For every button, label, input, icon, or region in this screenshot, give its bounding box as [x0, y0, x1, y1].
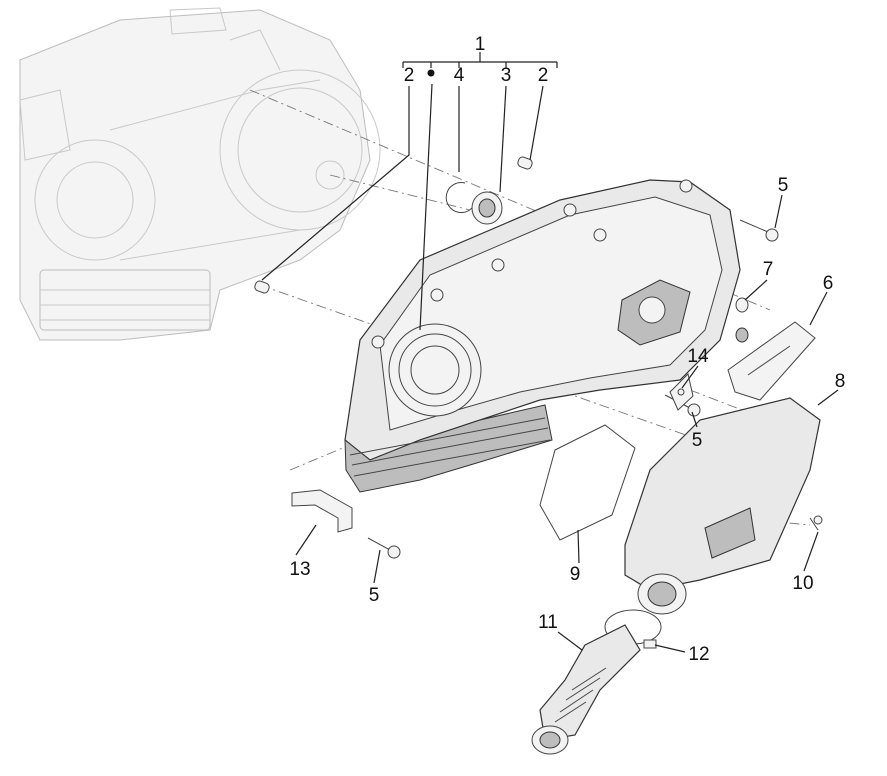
dowel-pin-right: [517, 156, 533, 170]
mounting-bracket: [291, 489, 353, 533]
callout-labels: 1 2 2 4 3 5 7 6 14 5 8 9 13 5 10 11 12: [289, 34, 845, 665]
callout-5-top: 5: [778, 175, 789, 196]
screw-bottom: [367, 537, 401, 559]
callout-2-left: 2: [404, 65, 415, 86]
gasket: [539, 424, 636, 541]
bearing: [471, 191, 503, 225]
screw-top: [739, 219, 779, 242]
callout-5-bottom: 5: [369, 585, 380, 606]
badge-plate: [727, 321, 816, 401]
callout-14: 14: [687, 346, 709, 367]
callout-10: 10: [792, 573, 813, 594]
callout-12: 12: [688, 644, 709, 665]
grommets: [735, 297, 749, 343]
callout-6: 6: [823, 273, 834, 294]
intake-hose: [531, 624, 641, 755]
dowel-pin-left: [254, 280, 270, 294]
transmission-cover: [344, 179, 741, 493]
callout-7: 7: [763, 259, 774, 280]
air-filter-housing: [624, 397, 821, 615]
callout-9: 9: [570, 564, 581, 585]
leader-lines: [261, 52, 839, 653]
callout-1: 1: [475, 34, 486, 55]
callout-2-right: 2: [538, 65, 549, 86]
callout-5-middle: 5: [692, 430, 703, 451]
engine-assembly-ghost: [19, 7, 381, 341]
small-bracket: [669, 373, 694, 411]
callout-3: 3: [501, 65, 512, 86]
circlip: [445, 182, 477, 213]
callout-13: 13: [289, 559, 310, 580]
callout-11: 11: [538, 612, 558, 633]
callout-4: 4: [454, 65, 465, 86]
assembly-dot-marker: [427, 69, 435, 77]
screw-small: [809, 515, 823, 531]
callout-8: 8: [835, 371, 846, 392]
